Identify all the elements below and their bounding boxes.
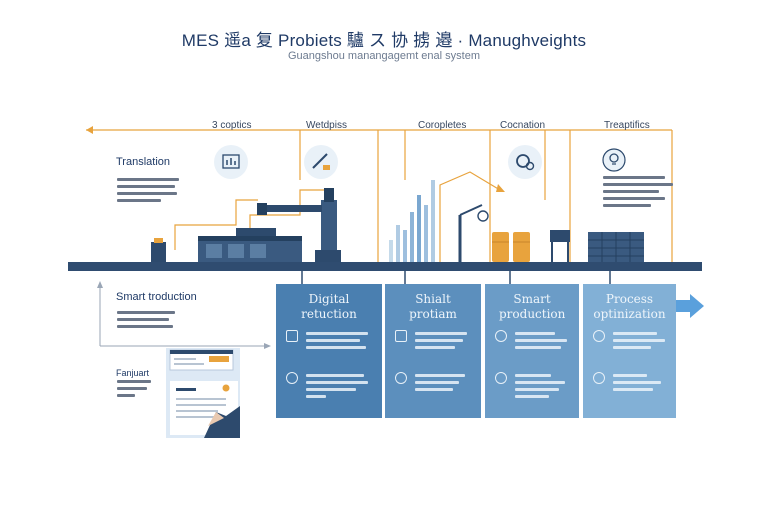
panel-title: Shialt protiam [409,292,457,321]
translation-heading: Translation [116,156,171,168]
bracket-arrow-left [86,126,93,134]
conveyor-machine [198,228,302,262]
top-label-4: Cocnation [500,120,546,131]
grid-icon [395,330,407,342]
orange-barrels [492,232,530,262]
panel-row [495,330,571,360]
gear-icon [508,145,542,179]
workbench [550,230,570,262]
panel-row [495,372,571,412]
top-label-2: Wetdpiss [306,120,347,131]
robot-arm [257,188,341,262]
top-label-3: Coropletes [418,120,467,131]
panel-row [395,372,473,412]
flow-arrow [676,294,704,318]
check-icon [495,330,507,342]
lightbulb-icon [602,148,626,172]
panel-shialt-protiam[interactable]: Shialt protiam [385,284,481,418]
panel-title: Smart production [499,292,566,321]
panel-row [593,330,668,360]
factory-floor [68,262,702,271]
blue-bars [389,180,435,262]
tool-icon [304,145,338,179]
crane [458,204,489,262]
panel-smart-production[interactable]: Smart production [485,284,579,418]
smart-production-heading: Smart troduction [116,291,197,303]
panel-title: Process optinization [593,292,666,321]
check-icon [593,330,605,342]
top-label-1: 3 coptics [212,120,252,131]
document-icon [286,330,298,342]
browser-window [169,349,234,371]
page-title: MES 遥a 复 Probiets 驢 ス 协 掳 邉 · Manughveig… [181,31,587,50]
top-label-5: Treaptifics [604,120,650,131]
panel-row [593,372,668,412]
panel-row [286,372,374,412]
check-icon [593,372,605,384]
check-icon [286,372,298,384]
small-box [151,238,166,262]
hand-icon [395,372,407,384]
chart-icon [214,145,248,179]
page-subtitle: Guangshou manangagemt enal system [287,50,480,62]
panel-row [395,330,473,360]
panel-process-optinization[interactable]: Process optinization [583,284,676,418]
panel-digital-retuction[interactable]: Digital retuction [276,284,382,418]
panel-row [286,330,374,360]
check-icon [495,372,507,384]
bottom-left-heading: Fanjuart [116,368,150,378]
panel-title: Digital retuction [301,292,357,321]
storage-rack [588,232,644,262]
